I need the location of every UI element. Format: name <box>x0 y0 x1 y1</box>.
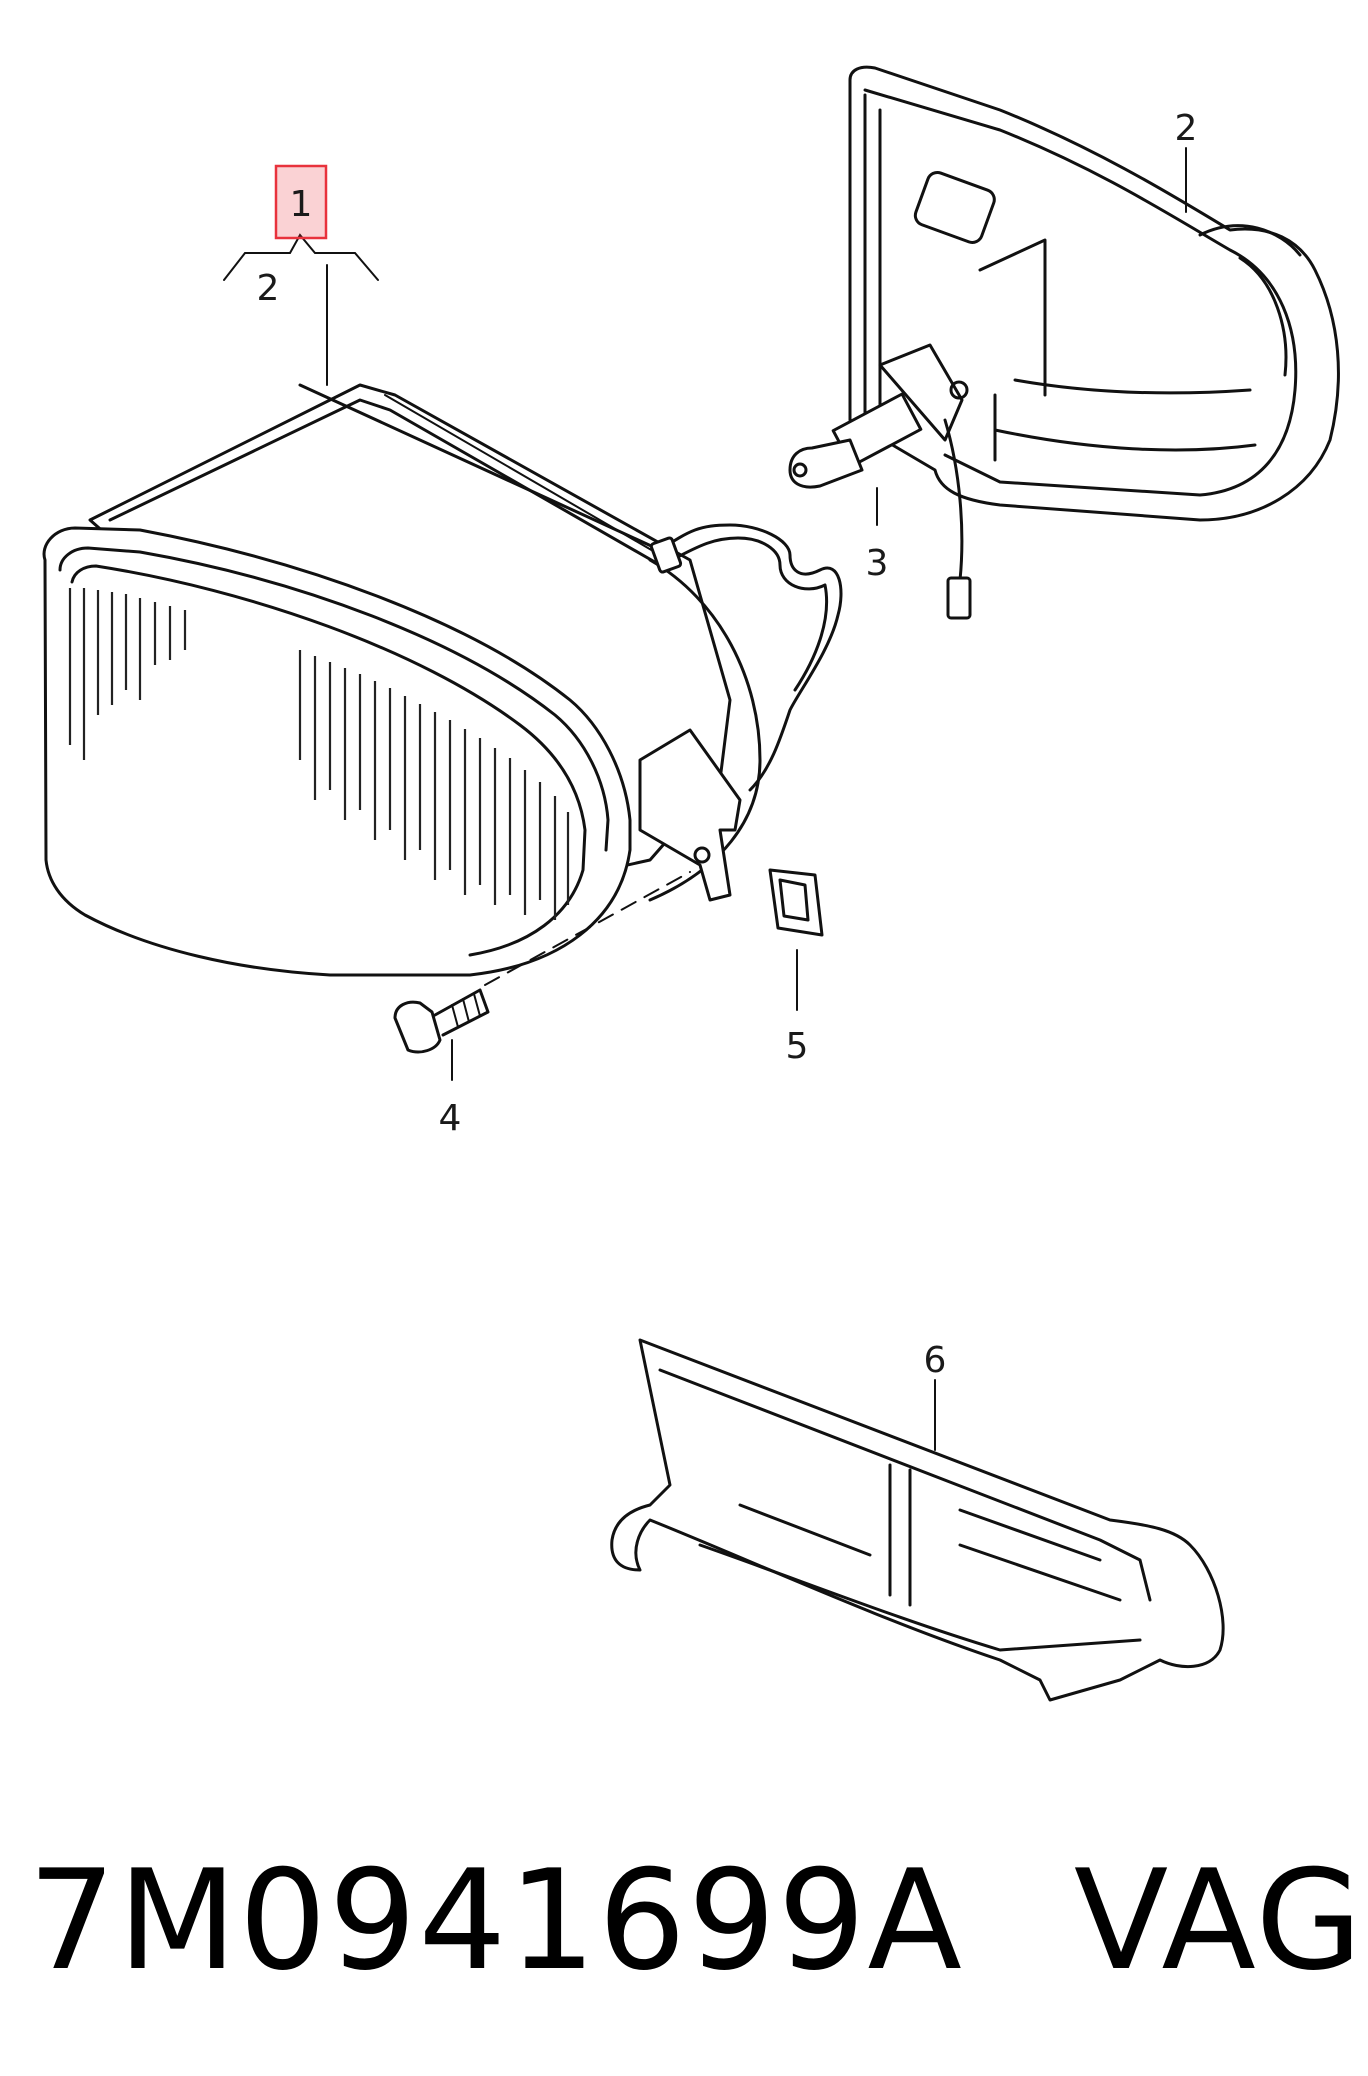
callout-item-2-group[interactable]: 2 <box>257 268 280 309</box>
callout-item-2[interactable]: 2 <box>1175 108 1198 149</box>
brand-name: VAG <box>1073 1839 1365 2001</box>
halogen-bulb <box>788 343 972 620</box>
speed-nut-clip <box>768 868 824 937</box>
item-1-highlight-box <box>274 164 328 240</box>
callout-item-3[interactable]: 3 <box>866 543 889 584</box>
exploded-parts-diagram: 1 2 2 3 4 5 6 <box>42 65 1340 1702</box>
lens-ribs <box>68 588 570 920</box>
front-grille <box>610 1338 1225 1702</box>
screw <box>393 871 691 1054</box>
callout-item-4[interactable]: 4 <box>439 1098 462 1139</box>
callout-item-5[interactable]: 5 <box>786 1026 809 1067</box>
reflector-housing <box>848 65 1340 522</box>
callout-item-6[interactable]: 6 <box>924 1340 947 1381</box>
part-number: 7M0941699A <box>28 1839 964 2001</box>
callout-item-1[interactable]: 1 <box>290 184 313 225</box>
part-caption: 7M0941699A VAG <box>28 1820 1362 2020</box>
fog-lamp-assembly <box>42 383 843 977</box>
leader-lines <box>223 147 1187 1451</box>
